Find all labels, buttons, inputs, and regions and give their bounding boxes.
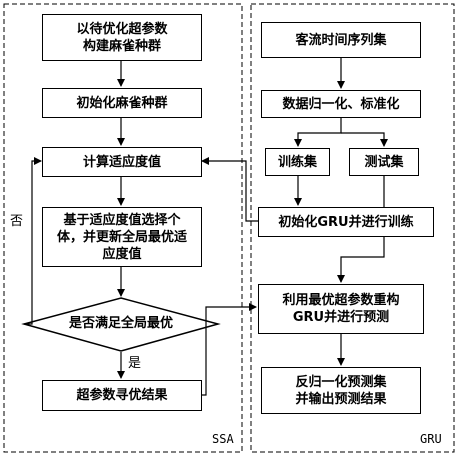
- arrow-no-loop: [24, 157, 42, 325]
- box-output: 反归一化预测集 并输出预测结果: [261, 367, 421, 414]
- box-time-series: 客流时间序列集: [261, 22, 421, 58]
- arrow-normalize-to-train: [294, 118, 342, 147]
- label-yes: 是: [128, 356, 142, 371]
- decision-diamond: [21, 297, 221, 352]
- gru-panel: [250, 3, 455, 453]
- box-train-set: 训练集: [265, 148, 330, 176]
- box-rebuild-predict: 利用最优超参数重构 GRU并进行预测: [258, 284, 424, 334]
- arrow-init-train-to-fitness: [201, 157, 258, 222]
- box-normalize: 数据归一化、标准化: [261, 90, 421, 118]
- panel-label-ssa: SSA: [212, 432, 234, 446]
- box-result: 超参数寻优结果: [42, 380, 202, 411]
- decision-label: 是否满足全局最优: [68, 316, 173, 331]
- box-init-params: 以待优化超参数 构建麻雀种群: [42, 14, 202, 61]
- box-init-population: 初始化麻雀种群: [42, 88, 202, 118]
- box-init-train: 初始化GRU并进行训练: [258, 207, 434, 237]
- panel-label-gru: GRU: [420, 432, 442, 446]
- ssa-panel: [3, 3, 243, 453]
- box-test-set: 测试集: [349, 148, 419, 176]
- box-select-update: 基于适应度值选择个 体，并更新全局最优适 应度值: [42, 207, 202, 267]
- label-no: 否: [10, 214, 24, 229]
- box-compute-fitness: 计算适应度值: [42, 147, 202, 177]
- arrow-normalize-to-test: [341, 132, 388, 147]
- arrow-result-to-rebuild: [202, 303, 257, 396]
